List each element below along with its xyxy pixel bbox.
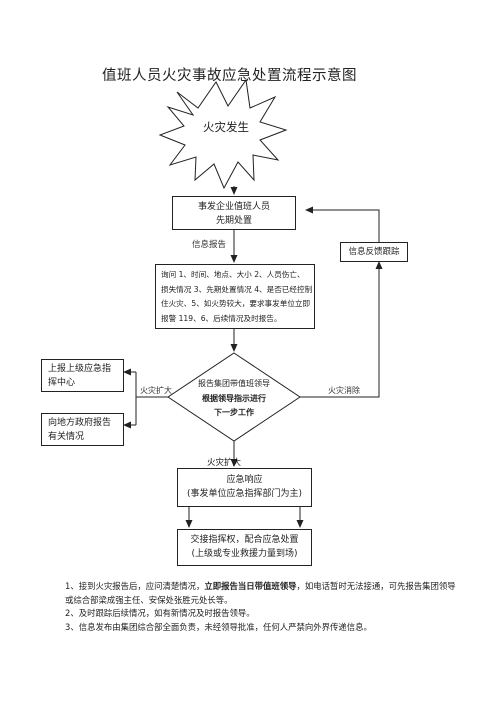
inquiry-line3: 住火灾、5、如火势较大，要求事发单位立即 (161, 299, 311, 308)
note-1-post: ，如电话暂时无法接通，可先报告集团领导或综合部梁成强主任、安保处张胜元处长等。 (65, 581, 456, 605)
handover-line2: (上级或专业救援力量到场) (191, 549, 298, 559)
response-line2: (事发单位应急指挥部门为主) (186, 489, 303, 499)
note-1-pre: 1、接到火灾报告后，应问清楚情况， (65, 581, 205, 591)
decision-line2: 根据领导指示进行 (202, 394, 266, 403)
page-title: 值班人员火灾事故应急处置流程示意图 (102, 68, 357, 84)
arrow-feedback-to-initial (305, 206, 380, 242)
inquiry-line1: 询问 1、时间、地点、大小 2、人员伤亡、 (161, 270, 305, 279)
arrow-extinguish-path (300, 261, 383, 398)
inquiry-line2: 损失情况 3、先期处置情况 4、是否已经控制 (161, 284, 313, 294)
handover-line1: 交接指挥权，配合应急处置 (190, 535, 299, 545)
decision-line1: 报告集团带值班领导 (198, 379, 270, 388)
report-upper-line1: 上报上级应急指 (48, 364, 112, 374)
handover-box: 交接指挥权，配合应急处置 (上级或专业救援力量到场) (177, 529, 312, 566)
inquiry-box: 询问 1、时间、地点、大小 2、人员伤亡、 损失情况 3、先期处置情况 4、是否… (155, 264, 315, 329)
info-report-label: 信息报告 (192, 240, 227, 250)
fire-extinguish-label: 火灾消除 (328, 386, 360, 395)
initial-box-line2: 先期处置 (215, 216, 252, 226)
fire-start-starburst (158, 78, 288, 190)
report-gov-line1: 向地方政府报告 (48, 418, 112, 428)
initial-response-box: 事发企业值班人员 先期处置 (172, 196, 296, 230)
report-upper-box: 上报上级应急指 挥中心 (41, 359, 124, 392)
fire-expand-down-label: 火灾扩大 (207, 458, 242, 468)
decision-line3: 下一步工作 (214, 408, 254, 417)
report-upper-line2: 挥中心 (48, 378, 76, 388)
fire-start-label: 火灾发生 (203, 120, 249, 134)
feedback-box: 信息反馈跟踪 (340, 242, 408, 262)
response-line1: 应急响应 (226, 475, 263, 485)
note-3: 3、信息发布由集团综合部全面负责，未经领导批准，任何人严禁向外界传递信息。 (65, 621, 372, 632)
note-2: 2、及时跟踪后续情况，如有新情况及时报告领导。 (65, 608, 255, 618)
notes-section: 1、接到火灾报告后，应问清楚情况，立即报告当日带值班领导，如电话暂时无法接通，可… (65, 580, 460, 634)
inquiry-line4: 报警 119、6、后续情况及时报告。 (161, 313, 282, 323)
initial-box-line1: 事发企业值班人员 (197, 202, 270, 212)
note-1: 1、接到火灾报告后，应问清楚情况，立即报告当日带值班领导，如电话暂时无法接通，可… (65, 580, 460, 607)
note-1-bold: 立即报告当日带值班领导 (204, 581, 297, 591)
fire-expand-left-label: 火灾扩大 (140, 386, 172, 395)
emergency-response-box: 应急响应 (事发单位应急指挥部门为主) (177, 468, 312, 507)
report-gov-line2: 有关情况 (48, 432, 85, 442)
report-gov-box: 向地方政府报告 有关情况 (41, 413, 124, 446)
